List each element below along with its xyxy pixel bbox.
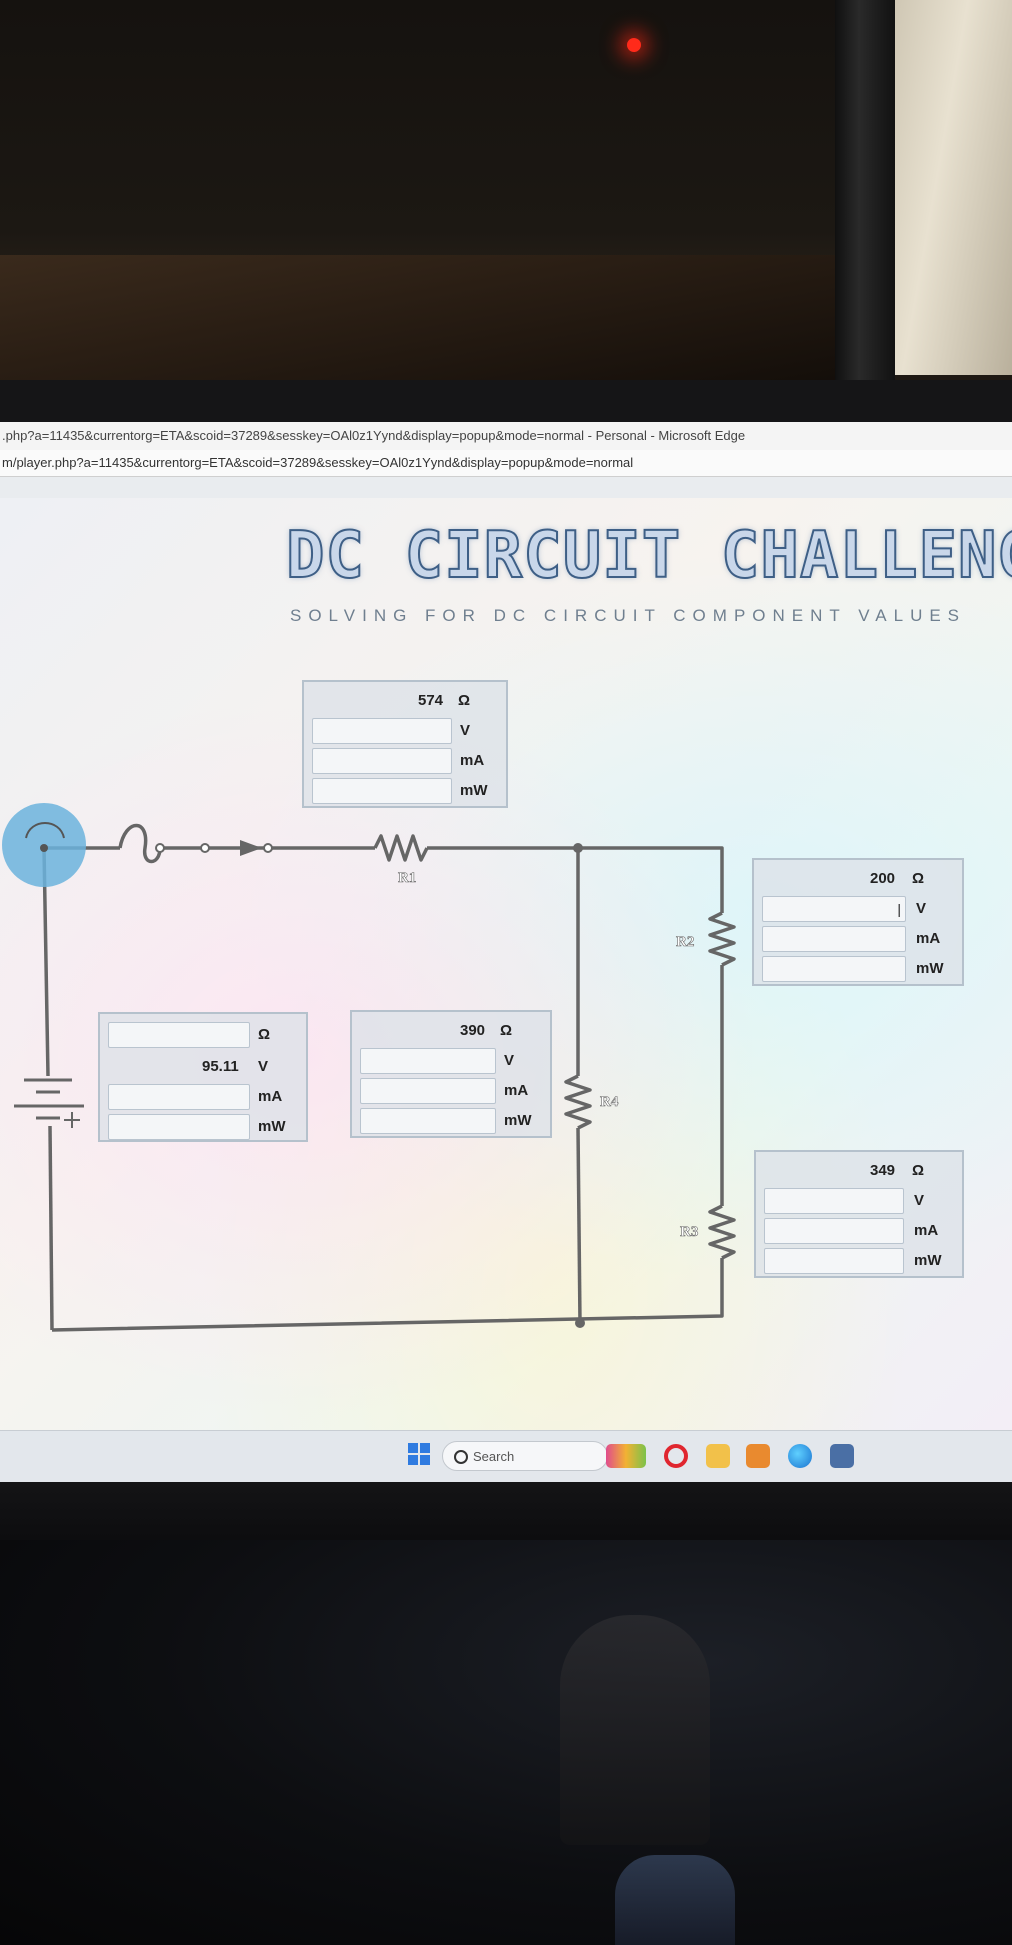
r3-voltage-input[interactable] [764,1188,904,1214]
r1-current-input[interactable] [312,748,452,774]
browser-title-bar: .php?a=11435&currentorg=ETA&scoid=37289&… [0,422,1012,451]
cable-object [615,1855,735,1945]
browser-title-text: .php?a=11435&currentorg=ETA&scoid=37289&… [2,428,746,443]
resistor-r3 [708,1204,736,1260]
source-current-input[interactable] [108,1084,250,1110]
switch-pivot [40,844,48,852]
r1-voltage-input[interactable] [312,718,452,744]
r2-power-input[interactable] [762,956,906,982]
r1-value-panel: 574 Ω V mA mW [302,680,508,808]
desk-surface [0,1540,1012,1945]
r3-current-input[interactable] [764,1218,904,1244]
r4-resistance-value: 390 [460,1022,486,1039]
r1-milliwatt-unit: mW [460,782,488,799]
switch-arc [25,822,65,839]
wire-r4-bottom [576,1127,582,1324]
edge-browser-icon[interactable] [788,1444,812,1468]
r1-resistance-value: 574 [418,692,444,709]
source-milliwatt-unit: mW [258,1118,286,1135]
browser-address-bar[interactable]: m/player.php?a=11435&currentorg=ETA&scoi… [0,450,1012,477]
r4-value-panel: 390 Ω V mA mW [350,1010,552,1138]
tulip-widget-icon[interactable] [606,1444,646,1468]
r3-milliwatt-unit: mW [914,1252,942,1269]
diode-arrow [240,840,262,856]
node-3 [263,843,273,853]
r4-ohm-unit: Ω [500,1022,513,1039]
page-title: DC CIRCUIT CHALLENGE [285,518,1012,594]
taskbar-search-label: Search [473,1449,515,1464]
label-r2: R2 [676,934,694,950]
resistor-r4 [564,1074,592,1130]
file-explorer-icon[interactable] [706,1444,730,1468]
handwritten-paper [895,0,1012,375]
circuit-challenge-page: DC CIRCUIT CHALLENGE SOLVING FOR DC CIRC… [0,498,1012,1430]
address-text: m/player.php?a=11435&currentorg=ETA&scoi… [2,455,634,470]
r2-volt-unit: V [916,900,927,917]
r3-milliamp-unit: mA [914,1222,939,1239]
source-value-panel: Ω 95.11 V mA mW [98,1012,308,1142]
r4-voltage-input[interactable] [360,1048,496,1074]
desk-object [560,1615,710,1845]
r2-value-panel: 200 Ω V mA mW [752,858,964,986]
r1-ohm-unit: Ω [458,692,471,709]
calculator-icon[interactable] [830,1444,854,1468]
wire-right-bottom [51,1258,724,1332]
r4-power-input[interactable] [360,1108,496,1134]
wooden-frame [0,255,880,385]
circuit-diagram: R1 R2 R4 R3 [2,803,736,1332]
fuse-symbol [118,823,162,864]
monitor-screen: .php?a=11435&currentorg=ETA&scoid=37289&… [0,422,1012,1484]
label-r4: R4 [600,1094,619,1110]
battery-symbol [14,1078,84,1128]
resistor-r2 [708,911,736,967]
r2-ohm-unit: Ω [912,870,925,887]
microsoft-store-icon[interactable] [746,1444,770,1468]
junction-bottom [575,1318,585,1328]
r4-milliamp-unit: mA [504,1082,529,1099]
taskbar-search-box[interactable]: Search [442,1441,608,1471]
r3-volt-unit: V [914,1192,925,1209]
page-subtitle: SOLVING FOR DC CIRCUIT COMPONENT VALUES [290,606,967,625]
monitor-bezel-top [0,380,1012,422]
label-r1: R1 [398,870,416,886]
opera-browser-icon[interactable] [664,1444,688,1468]
r3-ohm-unit: Ω [912,1162,925,1179]
junction-top [573,843,583,853]
search-icon [454,1450,468,1464]
r4-milliwatt-unit: mW [504,1112,532,1129]
r2-milliwatt-unit: mW [916,960,944,977]
resistor-r1 [373,834,429,862]
r3-value-panel: 349 Ω V mA mW [754,1150,964,1278]
r2-voltage-input[interactable] [762,896,906,922]
r2-current-input[interactable] [762,926,906,952]
red-led-light [627,38,641,52]
source-voltage-value: 95.11 [202,1058,239,1075]
label-r3: R3 [680,1224,698,1240]
source-milliamp-unit: mA [258,1088,283,1105]
source-volt-unit: V [258,1058,269,1075]
r1-volt-unit: V [460,722,471,739]
r1-milliamp-unit: mA [460,752,485,769]
r4-current-input[interactable] [360,1078,496,1104]
node-2 [200,843,210,853]
node-1 [155,843,165,853]
wire-top-3 [427,846,724,913]
picture-frame-edge [835,0,895,380]
r2-resistance-value: 200 [870,870,896,887]
r1-power-input[interactable] [312,778,452,804]
windows-taskbar: Search [0,1430,1012,1484]
source-resistance-input[interactable] [108,1022,250,1048]
windows-start-icon[interactable] [408,1443,430,1465]
r3-power-input[interactable] [764,1248,904,1274]
r2-milliamp-unit: mA [916,930,941,947]
r4-volt-unit: V [504,1052,515,1069]
source-power-input[interactable] [108,1114,250,1140]
r3-resistance-value: 349 [870,1162,896,1179]
wire-left-bottom [48,1125,54,1331]
source-ohm-unit: Ω [258,1026,271,1043]
